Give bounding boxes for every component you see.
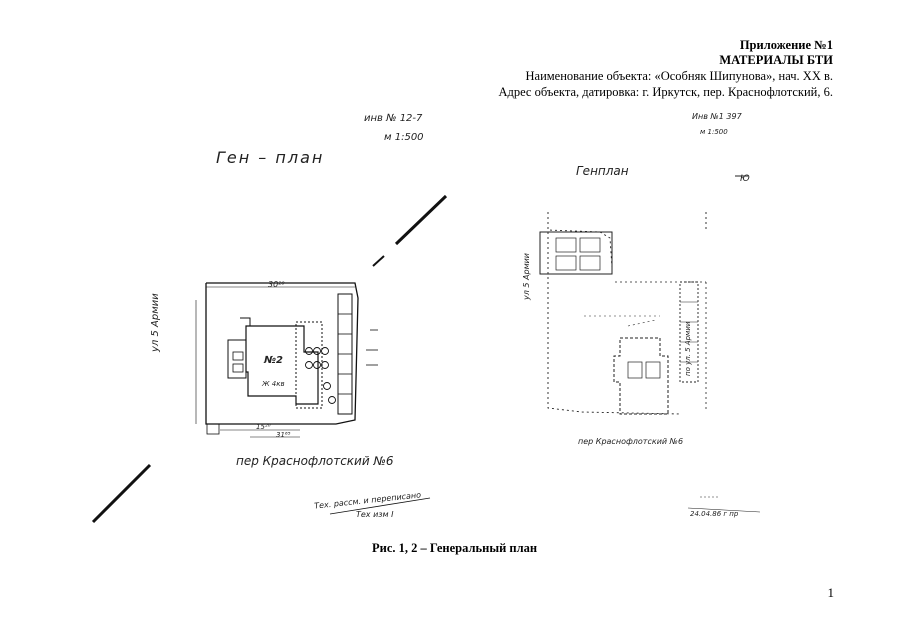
right-inventory-number: Инв №1 397 [692, 112, 742, 121]
right-street-bottom-label: пер Краснофлотский №6 [578, 437, 684, 446]
left-scale-label: м 1:500 [384, 132, 424, 143]
left-house-subtitle: Ж 4кв [262, 380, 285, 388]
right-street-right-label: по ул. 5 Армии [684, 321, 692, 376]
left-stamp-line-2: Тех изм I [356, 510, 394, 519]
left-house-number: №2 [264, 355, 283, 366]
left-street-bottom-label: пер Краснофлотский №6 [236, 454, 394, 468]
right-north-label: Ю [740, 174, 750, 184]
left-dimension-bottom-1: 15²⁰ [256, 423, 271, 431]
right-general-plan [539, 175, 761, 513]
right-street-left-label: ул 5 Армии [522, 252, 531, 300]
left-dimension-bottom-2: 31⁶⁵ [276, 431, 291, 439]
document-header: Приложение №1 МАТЕРИАЛЫ БТИ Наименование… [498, 38, 833, 100]
right-plan-title: Генплан [576, 164, 629, 178]
appendix-title: Приложение №1 [739, 38, 833, 52]
left-plan-title: Ген – план [216, 148, 325, 167]
left-street-left-label: ул 5 Армии [150, 293, 161, 352]
right-stamp: 24.04.86 г пр [690, 510, 739, 518]
object-name-line: Наименование объекта: «Особняк Шипунова»… [525, 69, 834, 83]
object-address-line: Адрес объекта, датировка: г. Иркутск, пе… [498, 85, 833, 99]
right-scale-label: м 1:500 [700, 128, 728, 136]
left-inventory-number: инв № 12-7 [364, 113, 423, 124]
page-number: 1 [827, 585, 835, 600]
materials-title: МАТЕРИАЛЫ БТИ [719, 53, 833, 67]
left-dimension-top: 30²⁰ [268, 280, 285, 289]
left-general-plan [91, 194, 448, 524]
figure-caption: Рис. 1, 2 – Генеральный план [372, 541, 538, 555]
